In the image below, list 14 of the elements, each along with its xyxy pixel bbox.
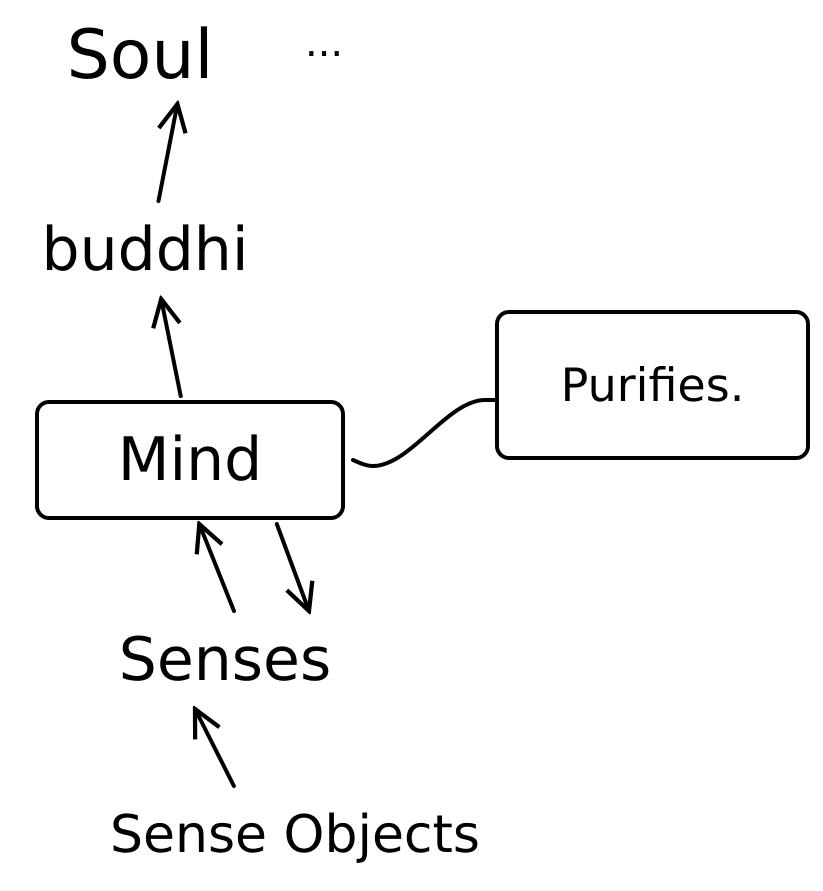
arrow [192,706,236,788]
box-label: Purifies. [560,358,744,412]
rounded-box [35,400,345,520]
arrow [151,296,183,398]
ellipsis-note: ... [305,20,344,66]
node-label: Soul [30,10,250,100]
node-label: Sense Objects [60,790,530,880]
node-label: buddhi [10,205,280,295]
box-label: Mind [118,425,262,495]
arrow [274,522,314,614]
rounded-box [495,310,810,460]
arrow [194,522,236,613]
arrow [156,102,188,203]
node-label: Senses [75,615,375,705]
